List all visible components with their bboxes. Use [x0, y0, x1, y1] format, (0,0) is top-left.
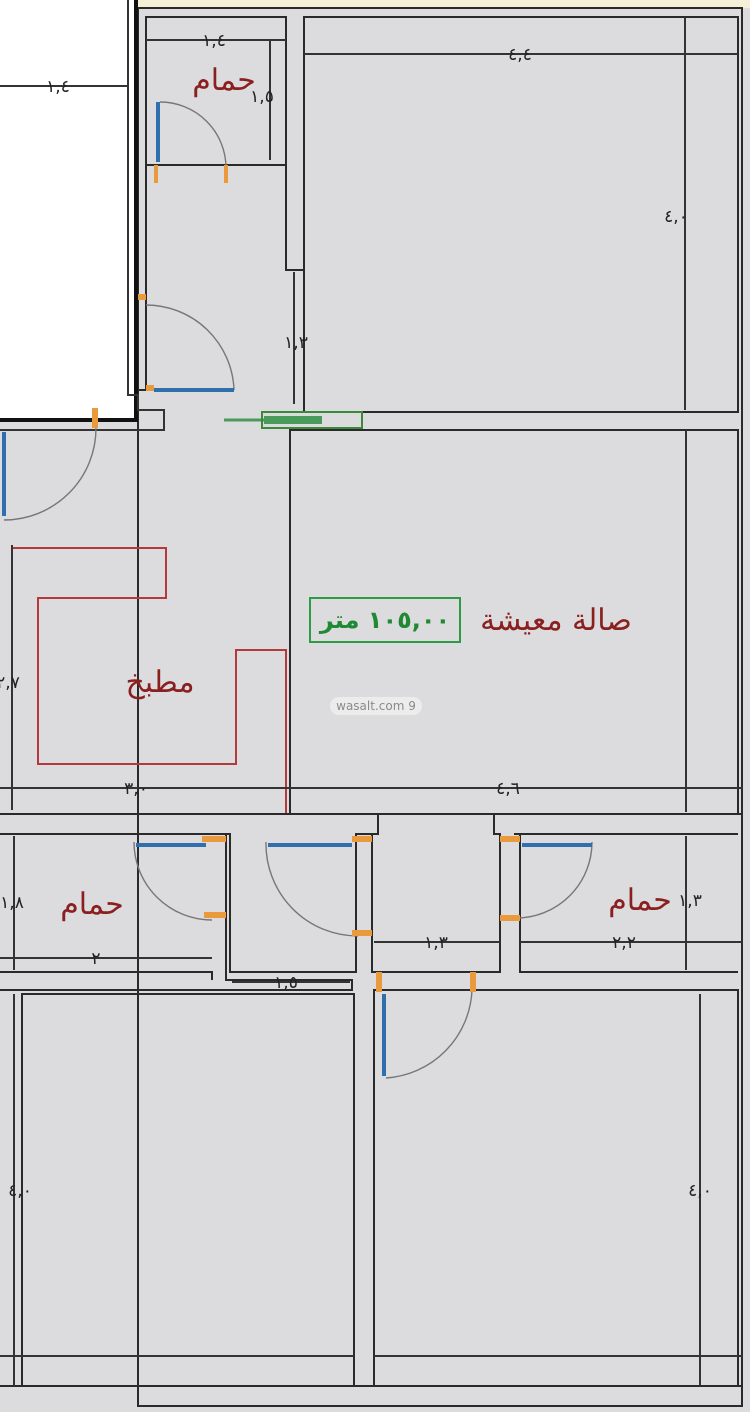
dim-bedroom-left-height: ٤,٠: [8, 1181, 32, 1201]
dim-bath-top-height: ١,٥: [250, 87, 274, 107]
watermark-badge: [330, 697, 422, 715]
area-value: ١٠٥,٠٠ متر: [319, 606, 450, 634]
dim-bedroom-right-height: ٤,٠: [688, 1181, 712, 1201]
door-arc-corridor: [145, 304, 235, 391]
middle-walls: [0, 813, 742, 1387]
inner-wall-left: [0, 0, 165, 431]
dim-bedroom-top-width: ٤,٤: [508, 45, 532, 65]
area-box: [309, 597, 461, 643]
label-living: صالة معيشة: [480, 603, 632, 638]
dim-kitchen-width: ٣,٠: [124, 779, 148, 799]
door-arc-entrance: [3, 427, 97, 521]
dim-mid-passage: ١,٥: [274, 973, 298, 993]
door-arc-bath-left: [133, 841, 213, 921]
dim-bath-right-height: ١,٣: [678, 891, 702, 911]
outside-area: [0, 0, 136, 420]
label-bath-top: حمام: [192, 63, 256, 98]
dim-bath-left-width: ٢: [91, 949, 100, 969]
dim-bedroom-top-height: ٤,٠: [664, 207, 688, 227]
door-leaves: [2, 102, 592, 1076]
dim-top-left-width: ١,٤: [46, 77, 70, 97]
dim-hall-width: ١,٣: [424, 933, 448, 953]
dim-bath-top-width: ١,٤: [202, 31, 226, 51]
label-bath-left: حمام: [60, 887, 124, 922]
top-strip: [138, 0, 750, 8]
label-kitchen: مطبخ: [125, 665, 194, 700]
door-arc-bedroom-right: [385, 989, 473, 1079]
dim-kitchen-height: ٢,٧: [0, 673, 20, 693]
entrance-marker: [224, 411, 363, 429]
watermark-text: wasalt.com 9: [336, 699, 416, 713]
outer-wall-left: [0, 0, 138, 422]
doors: [3, 101, 593, 1079]
dim-living-width: ٤,٦: [496, 779, 520, 799]
door-arc-bath-top: [159, 101, 227, 169]
dim-bath-right-width: ٢,٢: [612, 933, 636, 953]
label-bath-right: حمام: [608, 883, 672, 918]
door-arc-bath-right: [515, 841, 593, 919]
kitchen-outline: [12, 547, 287, 814]
hinge-marks: [92, 165, 520, 992]
dimension-lines: [0, 17, 742, 1386]
dim-bath-left-height: ١,٨: [0, 893, 24, 913]
dim-corridor-height: ١,٣: [284, 333, 308, 353]
door-arc-mid: [265, 841, 359, 937]
